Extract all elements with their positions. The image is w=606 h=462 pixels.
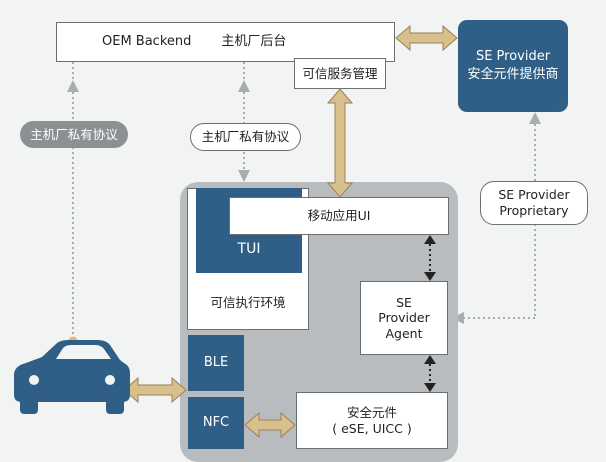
mobile-app-ui-label: 移动应用UI xyxy=(307,208,371,224)
oem-protocol-left-label: 主机厂私有协议 xyxy=(30,126,118,142)
arrowhead-up-icon xyxy=(238,80,250,92)
se-provider-agent-box: SE Provider Agent xyxy=(360,281,448,355)
foreground-layer xyxy=(14,24,458,439)
se-provider-line1: SE Provider xyxy=(475,49,551,65)
oem-protocol-mid-label: 主机厂私有协议 xyxy=(201,129,290,145)
arrowhead-up-icon xyxy=(67,80,79,92)
car-icon xyxy=(14,340,130,414)
gold-arrow-backend-provider-icon xyxy=(395,24,458,52)
oem-protocol-pill-mid: 主机厂私有协议 xyxy=(190,123,301,151)
se-provider-box: SE Provider 安全元件提供商 xyxy=(458,20,568,112)
secure-element-line2: ( eSE, UICC ) xyxy=(332,420,412,436)
tui-label: TUI xyxy=(237,241,261,258)
ble-box: BLE xyxy=(188,335,244,391)
se-proprietary-line2: Proprietary xyxy=(499,203,569,218)
se-provider-agent-line1: SE xyxy=(396,294,412,310)
ble-label: BLE xyxy=(203,355,229,371)
oem-protocol-pill-left: 主机厂私有协议 xyxy=(20,121,128,148)
mobile-app-ui-box: 移动应用UI xyxy=(229,197,449,235)
arrowhead-down-icon xyxy=(238,170,250,182)
se-provider-agent-line2: Provider xyxy=(378,310,430,326)
se-provider-line2: 安全元件提供商 xyxy=(467,67,559,82)
trusted-service-mgmt-label: 可信服务管理 xyxy=(302,65,378,81)
oem-backend-zh-label: 主机厂后台 xyxy=(221,33,287,49)
gold-arrow-car-ble-icon xyxy=(123,376,187,404)
oem-backend-en-label: OEM Backend xyxy=(102,33,192,49)
se-proprietary-line1: SE Provider xyxy=(498,187,570,203)
arrowhead-left-icon xyxy=(452,312,464,324)
arrowhead-up-icon xyxy=(529,112,541,124)
secure-element-line1: 安全元件 xyxy=(346,404,397,420)
oem-backend-box: OEM Backend 主机厂后台 xyxy=(56,22,395,62)
nfc-label: NFC xyxy=(202,415,230,431)
gold-arrow-nfc-se-icon xyxy=(244,411,296,439)
gold-arrow-tsm-app-icon xyxy=(326,88,354,198)
se-provider-proprietary-pill: SE Provider Proprietary xyxy=(480,181,588,225)
secure-element-box: 安全元件 ( eSE, UICC ) xyxy=(296,392,448,449)
se-provider-agent-line3: Agent xyxy=(385,325,423,341)
dotted-arrow-app-agent-icon xyxy=(424,235,436,281)
dotted-arrow-agent-se-icon xyxy=(424,355,436,392)
nfc-box: NFC xyxy=(188,397,244,449)
tee-label: 可信执行环境 xyxy=(210,294,286,310)
trusted-service-mgmt-box: 可信服务管理 xyxy=(294,58,386,89)
